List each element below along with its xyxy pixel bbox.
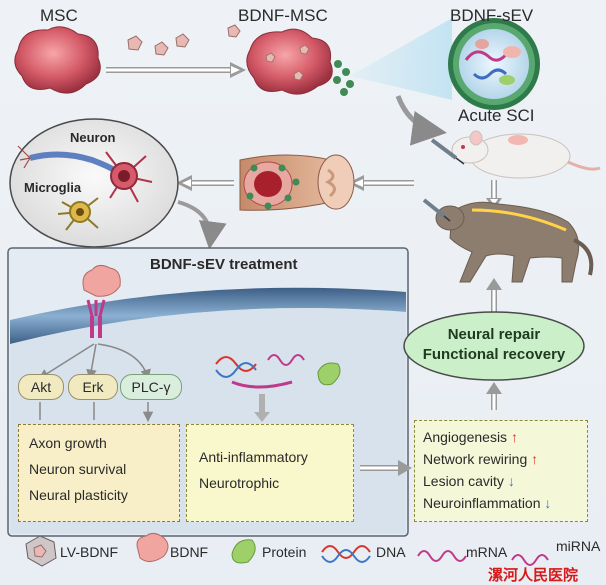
legend-protein: Protein xyxy=(262,544,307,560)
outcome-ellipse xyxy=(403,311,585,381)
effect-axon-growth: Axon growth xyxy=(29,435,107,451)
measure-row: Network rewiring ↑ xyxy=(423,451,538,467)
legend-protein-icon xyxy=(231,539,256,564)
legend-mirna: miRNA xyxy=(556,538,601,554)
syringe-monkey xyxy=(422,198,451,222)
bdnf-sev-enlarged xyxy=(448,18,540,110)
outcome-line1: Neural repair xyxy=(447,326,541,343)
effect-neural-plasticity: Neural plasticity xyxy=(29,487,128,503)
treatment-title: BDNF-sEV treatment xyxy=(150,256,298,273)
measure-row: Angiogenesis ↑ xyxy=(423,429,518,445)
neuron-cell xyxy=(105,151,153,203)
label-microglia: Microglia xyxy=(24,180,82,195)
effects-left-box: Axon growth Neuron survival Neural plast… xyxy=(18,424,180,522)
arrow-cord-to-cells xyxy=(176,175,234,191)
arrows-to-effects xyxy=(39,394,270,422)
cell-membrane xyxy=(10,287,406,344)
effects-mid-box: Anti-inflammatory Neurotrophic xyxy=(186,424,354,522)
legend-dna: DNA xyxy=(376,544,406,560)
pathway-erk: Erk xyxy=(68,374,118,400)
up-arrow-icon: ↑ xyxy=(510,429,518,445)
microglia-cell xyxy=(57,197,99,231)
label-neuron: Neuron xyxy=(70,130,116,145)
arrow-treatment-to-outcome xyxy=(360,460,412,476)
pathway-arrows xyxy=(38,343,151,381)
arrow-msc-to-bdnfmsc xyxy=(106,62,246,78)
bdnf-receptor xyxy=(82,264,121,338)
measure-angiogenesis: Angiogenesis xyxy=(423,429,508,445)
legend-lv-bdnf: LV-BDNF xyxy=(60,544,119,560)
spinal-cord-segment xyxy=(239,154,355,211)
label-msc: MSC xyxy=(40,6,78,25)
measure-row: Neuroinflammation ↓ xyxy=(423,495,551,511)
rat xyxy=(451,130,601,179)
effect-anti-inflammatory: Anti-inflammatory xyxy=(199,449,308,465)
protein-panel xyxy=(317,362,341,386)
lv-bdnf-particles xyxy=(127,24,241,56)
label-bdnf-msc: BDNF-MSC xyxy=(238,6,328,25)
axon xyxy=(29,151,120,175)
syringe-rat xyxy=(430,138,465,165)
outcome-line2: Functional recovery xyxy=(422,346,566,363)
pathway-plc-gamma: PLC-γ xyxy=(120,374,182,400)
legend-dna-icon xyxy=(321,545,371,563)
outcome-measures-box: Angiogenesis ↑ Network rewiring ↑ Lesion… xyxy=(414,420,588,522)
monkey-spine xyxy=(471,208,567,232)
axon-terminals xyxy=(17,145,31,169)
bdnf-msc-cell xyxy=(246,28,333,95)
legend-mrna: mRNA xyxy=(466,544,508,560)
label-bdnf-sev: BDNF-sEV xyxy=(450,6,534,25)
effect-neurotrophic: Neurotrophic xyxy=(199,475,280,491)
watermark: 漯河人民医院 xyxy=(488,567,579,584)
down-arrow-icon: ↓ xyxy=(507,473,515,489)
arrow-cells-to-treatment xyxy=(177,200,227,250)
effect-neuron-survival: Neuron survival xyxy=(29,461,127,477)
cell-detail-oval xyxy=(9,118,179,248)
down-arrow-icon: ↓ xyxy=(544,495,552,511)
up-arrow-icon: ↑ xyxy=(531,451,539,467)
arrow-animals-to-cord xyxy=(348,175,414,191)
ev-zoom-beam xyxy=(350,18,452,100)
legend-mirna-icon xyxy=(511,554,549,566)
legend-lv-bdnf-icon xyxy=(25,535,57,567)
measure-neuroinflammation: Neuroinflammation xyxy=(423,495,541,511)
arrow-ev-to-rat xyxy=(395,95,447,146)
label-acute-sci: Acute SCI xyxy=(458,106,535,125)
legend-bdnf: BDNF xyxy=(170,544,209,560)
nucleic-acids-panel xyxy=(215,354,305,389)
msc-cell xyxy=(14,26,101,94)
arrows-outcome-up xyxy=(486,278,502,410)
legend-mrna-icon xyxy=(417,550,467,562)
measure-network-rewiring: Network rewiring xyxy=(423,451,528,467)
measure-row: Lesion cavity ↓ xyxy=(423,473,515,489)
legend-bdnf-icon xyxy=(136,532,169,562)
pathway-akt: Akt xyxy=(18,374,64,400)
measure-lesion-cavity: Lesion cavity xyxy=(423,473,504,489)
secreted-ev-dots xyxy=(333,60,354,96)
bdnf-msc-inner-particles xyxy=(265,44,310,81)
